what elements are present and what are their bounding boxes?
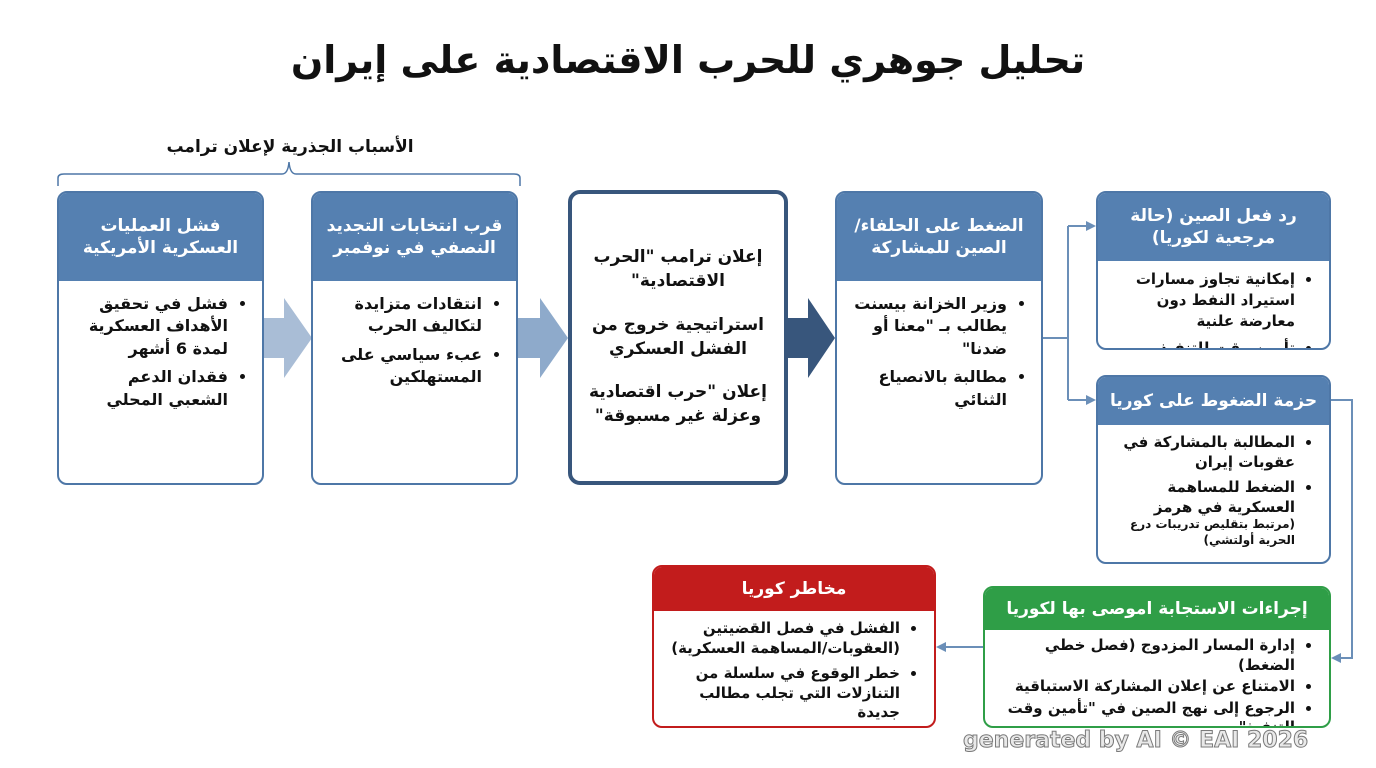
root-causes-brace [57, 161, 521, 186]
pressure-note: (مرتبط بتقليص تدريبات درع الحرية أولتشي) [1130, 517, 1295, 547]
list-item: خطر الوقوع في سلسلة من التنازلات التي تج… [666, 664, 900, 723]
arrow-box2-to-center [518, 298, 568, 378]
root-causes-label: الأسباب الجذرية لإعلان ترامب [166, 137, 414, 157]
military-failure-list: فشل في تحقيق الأهداف العسكرية لمدة 6 أشه… [59, 281, 262, 425]
arrow-to-risks [936, 642, 946, 652]
list-item: عبء سياسي على المستهلكين [325, 344, 482, 389]
isolation-line: إعلان "حرب اقتصادية وعزلة غير مسبوقة" [589, 382, 767, 427]
arrow-box1-to-box2 [264, 298, 312, 378]
list-item: إدارة المسار المزدوج (فصل خطي الضغط) [997, 636, 1295, 675]
allies-pressure-list: وزير الخزانة بيسنت يطالب بـ "معنا أو ضدن… [837, 281, 1041, 425]
trump-declaration-box: إعلان ترامب "الحرب الاقتصادية" استراتيجي… [568, 190, 788, 485]
list-item: الرجوع إلى نهج الصين في "تأمين وقت التنف… [997, 699, 1295, 727]
china-reaction-list: إمكانية تجاوز مسارات استيراد النفط دون م… [1098, 261, 1329, 348]
list-item: الامتناع عن إعلان المشاركة الاستباقية [997, 677, 1295, 697]
pressure-item-text: الضغط للمساهمة العسكرية في هرمز [1153, 478, 1295, 516]
page-title: تحليل جوهري للحرب الاقتصادية على إيران [290, 38, 1086, 82]
korea-pressure-header: حزمة الضغوط على كوريا [1098, 377, 1329, 425]
korea-risks-header: مخاطر كوريا [654, 567, 934, 611]
list-item: المطالبة بالمشاركة في عقوبات إيران [1110, 433, 1295, 472]
list-item: فشل في تحقيق الأهداف العسكرية لمدة 6 أشه… [71, 293, 228, 360]
military-failure-box: فشل العمليات العسكرية الأمريكية فشل في ت… [57, 191, 264, 485]
recommended-response-box: إجراءات الاستجابة اموصى بها لكوريا إدارة… [983, 586, 1331, 728]
list-item: الضغط للمساهمة العسكرية في هرمز (مرتبط ب… [1110, 478, 1295, 548]
list-item: انتقادات متزايدة لتكاليف الحرب [325, 293, 482, 338]
list-item: مطالبة بالانصياع الثنائي [849, 366, 1007, 411]
allies-pressure-header: الضغط على الحلفاء/ الصين للمشاركة [837, 193, 1041, 281]
arrow-to-pressure [1086, 395, 1096, 405]
korea-pressure-box: حزمة الضغوط على كوريا المطالبة بالمشاركة… [1096, 375, 1331, 564]
declaration-line: إعلان ترامب "الحرب الاقتصادية" [593, 247, 763, 291]
exit-strategy-line: استراتيجية خروج من الفشل العسكري [591, 314, 765, 359]
list-item: إمكانية تجاوز مسارات استيراد النفط دون م… [1110, 269, 1295, 332]
arrow-to-response [1331, 653, 1341, 663]
pressure-to-response-connector [1331, 399, 1353, 659]
list-item: فقدان الدعم الشعبي المحلي [71, 366, 228, 411]
arrow-center-to-box3 [788, 298, 835, 378]
korea-risks-list: الفشل في فصل القضيتين (العقوبات/المساهمة… [654, 611, 934, 726]
branch-connector [1043, 225, 1086, 401]
recommended-response-list: إدارة المسار المزدوج (فصل خطي الضغط) الا… [985, 630, 1329, 727]
korea-risks-box: مخاطر كوريا الفشل في فصل القضيتين (العقو… [652, 565, 936, 728]
midterm-elections-list: انتقادات متزايدة لتكاليف الحرب عبء سياسي… [313, 281, 516, 403]
arrow-to-china [1086, 221, 1096, 231]
allies-pressure-box: الضغط على الحلفاء/ الصين للمشاركة وزير ا… [835, 191, 1043, 485]
list-item: وزير الخزانة بيسنت يطالب بـ "معنا أو ضدن… [849, 293, 1007, 360]
china-reaction-header: رد فعل الصين (حالة مرجعية لكوريا) [1098, 193, 1329, 261]
china-reaction-box: رد فعل الصين (حالة مرجعية لكوريا) إمكاني… [1096, 191, 1331, 350]
midterm-elections-box: قرب انتخابات التجديد النصفي في نوفمبر ان… [311, 191, 518, 485]
military-failure-header: فشل العمليات العسكرية الأمريكية [59, 193, 262, 281]
watermark: generated by AI © EAI 2026 [962, 728, 1309, 754]
list-item: تأمين وقت للتنفيذ [1110, 338, 1295, 348]
list-item: الفشل في فصل القضيتين (العقوبات/المساهمة… [666, 619, 900, 658]
recommended-response-header: إجراءات الاستجابة اموصى بها لكوريا [985, 588, 1329, 630]
korea-pressure-list: المطالبة بالمشاركة في عقوبات إيران الضغط… [1098, 425, 1329, 562]
midterm-elections-header: قرب انتخابات التجديد النصفي في نوفمبر [313, 193, 516, 281]
